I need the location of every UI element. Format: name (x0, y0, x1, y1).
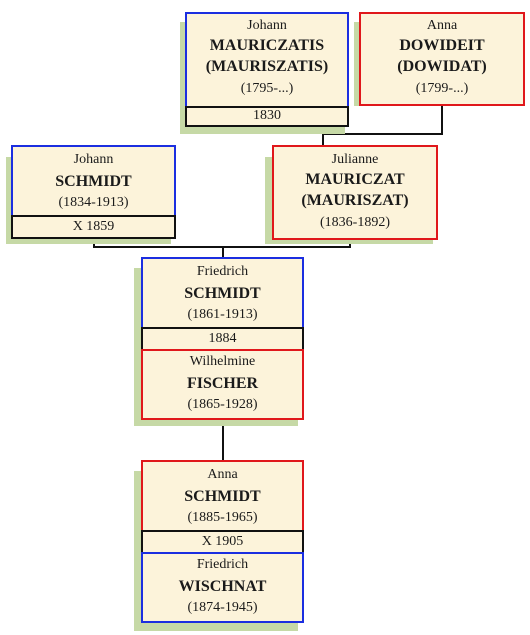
last-name-alt: (MAURISZATIS) (205, 58, 329, 75)
life-dates: (1799-...) (415, 81, 469, 96)
last-name: SCHMIDT (55, 173, 132, 190)
first-name: Julianne (331, 152, 379, 167)
last-name: MAURICZAT (305, 171, 405, 188)
last-name: SCHMIDT (184, 488, 261, 505)
life-dates: (1865-1928) (187, 397, 258, 412)
person-box-julianne-mauriczat[interactable]: Julianne MAURICZAT (MAURISZAT) (1836-189… (272, 145, 438, 240)
person-box-johann-mauriczatis[interactable]: Johann MAURICZATIS (MAURISZATIS) (1795-.… (185, 12, 349, 108)
first-name: Wilhelmine (189, 354, 256, 369)
life-dates: (1834-1913) (58, 195, 129, 210)
person-box-anna-dowideit[interactable]: Anna DOWIDEIT (DOWIDAT) (1799-...) (359, 12, 525, 106)
marriage-year: X 1859 (11, 215, 176, 239)
last-name: SCHMIDT (184, 285, 261, 302)
last-name-alt: (DOWIDAT) (397, 58, 487, 75)
person-box-johann-schmidt[interactable]: Johann SCHMIDT (1834-1913) (11, 145, 176, 217)
life-dates: (1836-1892) (320, 215, 390, 230)
first-name: Johann (247, 18, 287, 33)
last-name-alt: (MAURISZAT) (301, 192, 409, 209)
last-name: DOWIDEIT (399, 37, 485, 54)
person-box-wilhelmine-fischer[interactable]: Wilhelmine FISCHER (1865-1928) (141, 349, 304, 420)
first-name: Anna (426, 18, 458, 33)
last-name: WISCHNAT (178, 578, 267, 595)
life-dates: (1861-1913) (187, 307, 258, 322)
person-box-friedrich-schmidt[interactable]: Friedrich SCHMIDT (1861-1913) (141, 257, 304, 329)
life-dates: (1874-1945) (187, 600, 258, 615)
first-name: Johann (73, 152, 114, 167)
life-dates: (1795-...) (240, 81, 294, 96)
first-name: Friedrich (196, 557, 249, 572)
person-box-friedrich-wischnat[interactable]: Friedrich WISCHNAT (1874-1945) (141, 552, 304, 623)
last-name: MAURICZATIS (209, 37, 325, 54)
marriage-year: X 1905 (141, 530, 304, 554)
marriage-year: 1884 (141, 327, 304, 351)
life-dates: (1885-1965) (187, 510, 258, 525)
marriage-year: 1830 (185, 106, 349, 127)
connector-line (222, 246, 224, 257)
first-name: Anna (207, 467, 238, 482)
connector-line (322, 133, 324, 147)
last-name: FISCHER (186, 375, 259, 392)
person-box-anna-schmidt[interactable]: Anna SCHMIDT (1885-1965) (141, 460, 304, 532)
first-name: Friedrich (196, 264, 249, 279)
connector-line (441, 104, 443, 135)
connector-line (322, 133, 443, 135)
connector-line (222, 419, 224, 460)
